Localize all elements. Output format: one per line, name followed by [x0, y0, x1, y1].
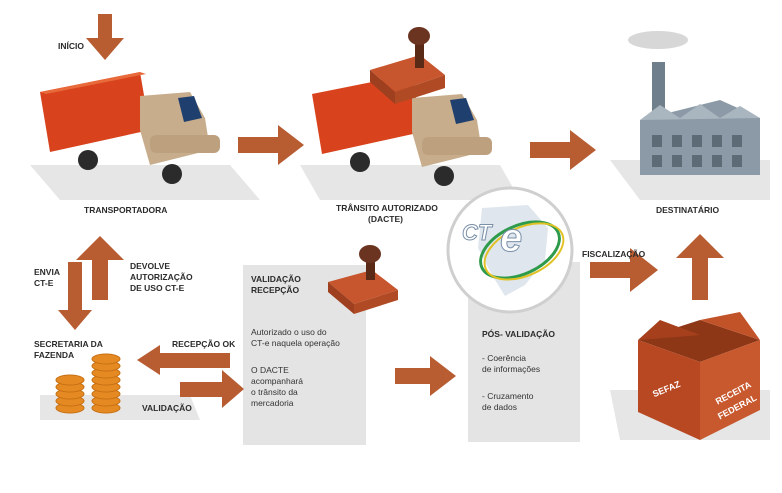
coins-icon	[55, 353, 121, 414]
fiscalizacao-label: FISCALIZAÇÃO	[582, 249, 646, 259]
arrow-fiscalizacao	[590, 248, 658, 292]
dacte-text-line4: mercadoria	[251, 398, 294, 408]
validacao-label: VALIDAÇÃO	[142, 403, 192, 413]
dacte-text-line1: O DACTE	[251, 365, 289, 375]
arrow-transportadora-to-transito	[238, 125, 304, 165]
arrow-envia-down	[58, 262, 92, 330]
cruzamento-text-line1: - Cruzamento	[482, 391, 534, 401]
recepcao-ok-label: RECEPÇÃO OK	[172, 339, 236, 349]
start-arrow	[86, 14, 124, 60]
truck-1-icon	[40, 72, 220, 184]
destinatario-label: DESTINATÁRIO	[656, 205, 720, 215]
autorizado-text-line2: CT-e naquela operação	[251, 338, 340, 348]
validacao-recepcao-title-line2: RECEPÇÃO	[251, 285, 300, 295]
sefaz-receita-box-icon	[638, 312, 760, 440]
transito-label-line2: (DACTE)	[368, 214, 403, 224]
transportadora-label: TRANSPORTADORA	[84, 205, 168, 215]
arrow-recepcao-ok	[137, 345, 230, 375]
cte-logo-ct-text: CT	[461, 220, 492, 246]
dacte-text-line3: o trânsito da	[251, 387, 298, 397]
envia-label-line1: ENVIA	[34, 267, 60, 277]
floor-shadow-1	[30, 165, 260, 200]
coerencia-text-line1: - Coerência	[482, 353, 526, 363]
coerencia-text-line2: de informações	[482, 364, 541, 374]
arrow-validacao	[180, 370, 244, 408]
devolve-label-line1: DEVOLVE	[130, 261, 170, 271]
autorizado-text-line1: Autorizado o uso do	[251, 327, 327, 337]
dacte-text-line2: acompanhará	[251, 376, 303, 386]
arrow-devolve-up	[76, 236, 124, 300]
inicio-label: INÍCIO	[58, 41, 84, 51]
cruzamento-text-line2: de dados	[482, 402, 517, 412]
stamp-2-icon	[328, 245, 398, 314]
secretaria-label-line2: FAZENDA	[34, 350, 75, 360]
secretaria-label-line1: SECRETARIA DA	[34, 339, 103, 349]
arrow-up-to-destinatario	[676, 234, 724, 300]
envia-label-line2: CT-e	[34, 278, 54, 288]
stamp-1-icon	[370, 27, 445, 104]
arrow-transito-to-destinatario	[530, 130, 596, 170]
cte-logo-icon	[446, 186, 574, 314]
pos-validacao-title: PÓS- VALIDAÇÃO	[482, 329, 556, 339]
factory-icon	[628, 31, 760, 175]
validacao-recepcao-title-line1: VALIDAÇÃO	[251, 274, 301, 284]
cte-logo-e-text: e	[499, 216, 523, 261]
transito-label-line1: TRÂNSITO AUTORIZADO	[336, 203, 438, 213]
devolve-label-line3: DE USO CT-e	[130, 283, 185, 293]
arrow-to-pos-validacao	[395, 356, 456, 396]
devolve-label-line2: AUTORIZAÇÃO	[130, 272, 193, 282]
floor-shadow-2	[300, 165, 520, 200]
